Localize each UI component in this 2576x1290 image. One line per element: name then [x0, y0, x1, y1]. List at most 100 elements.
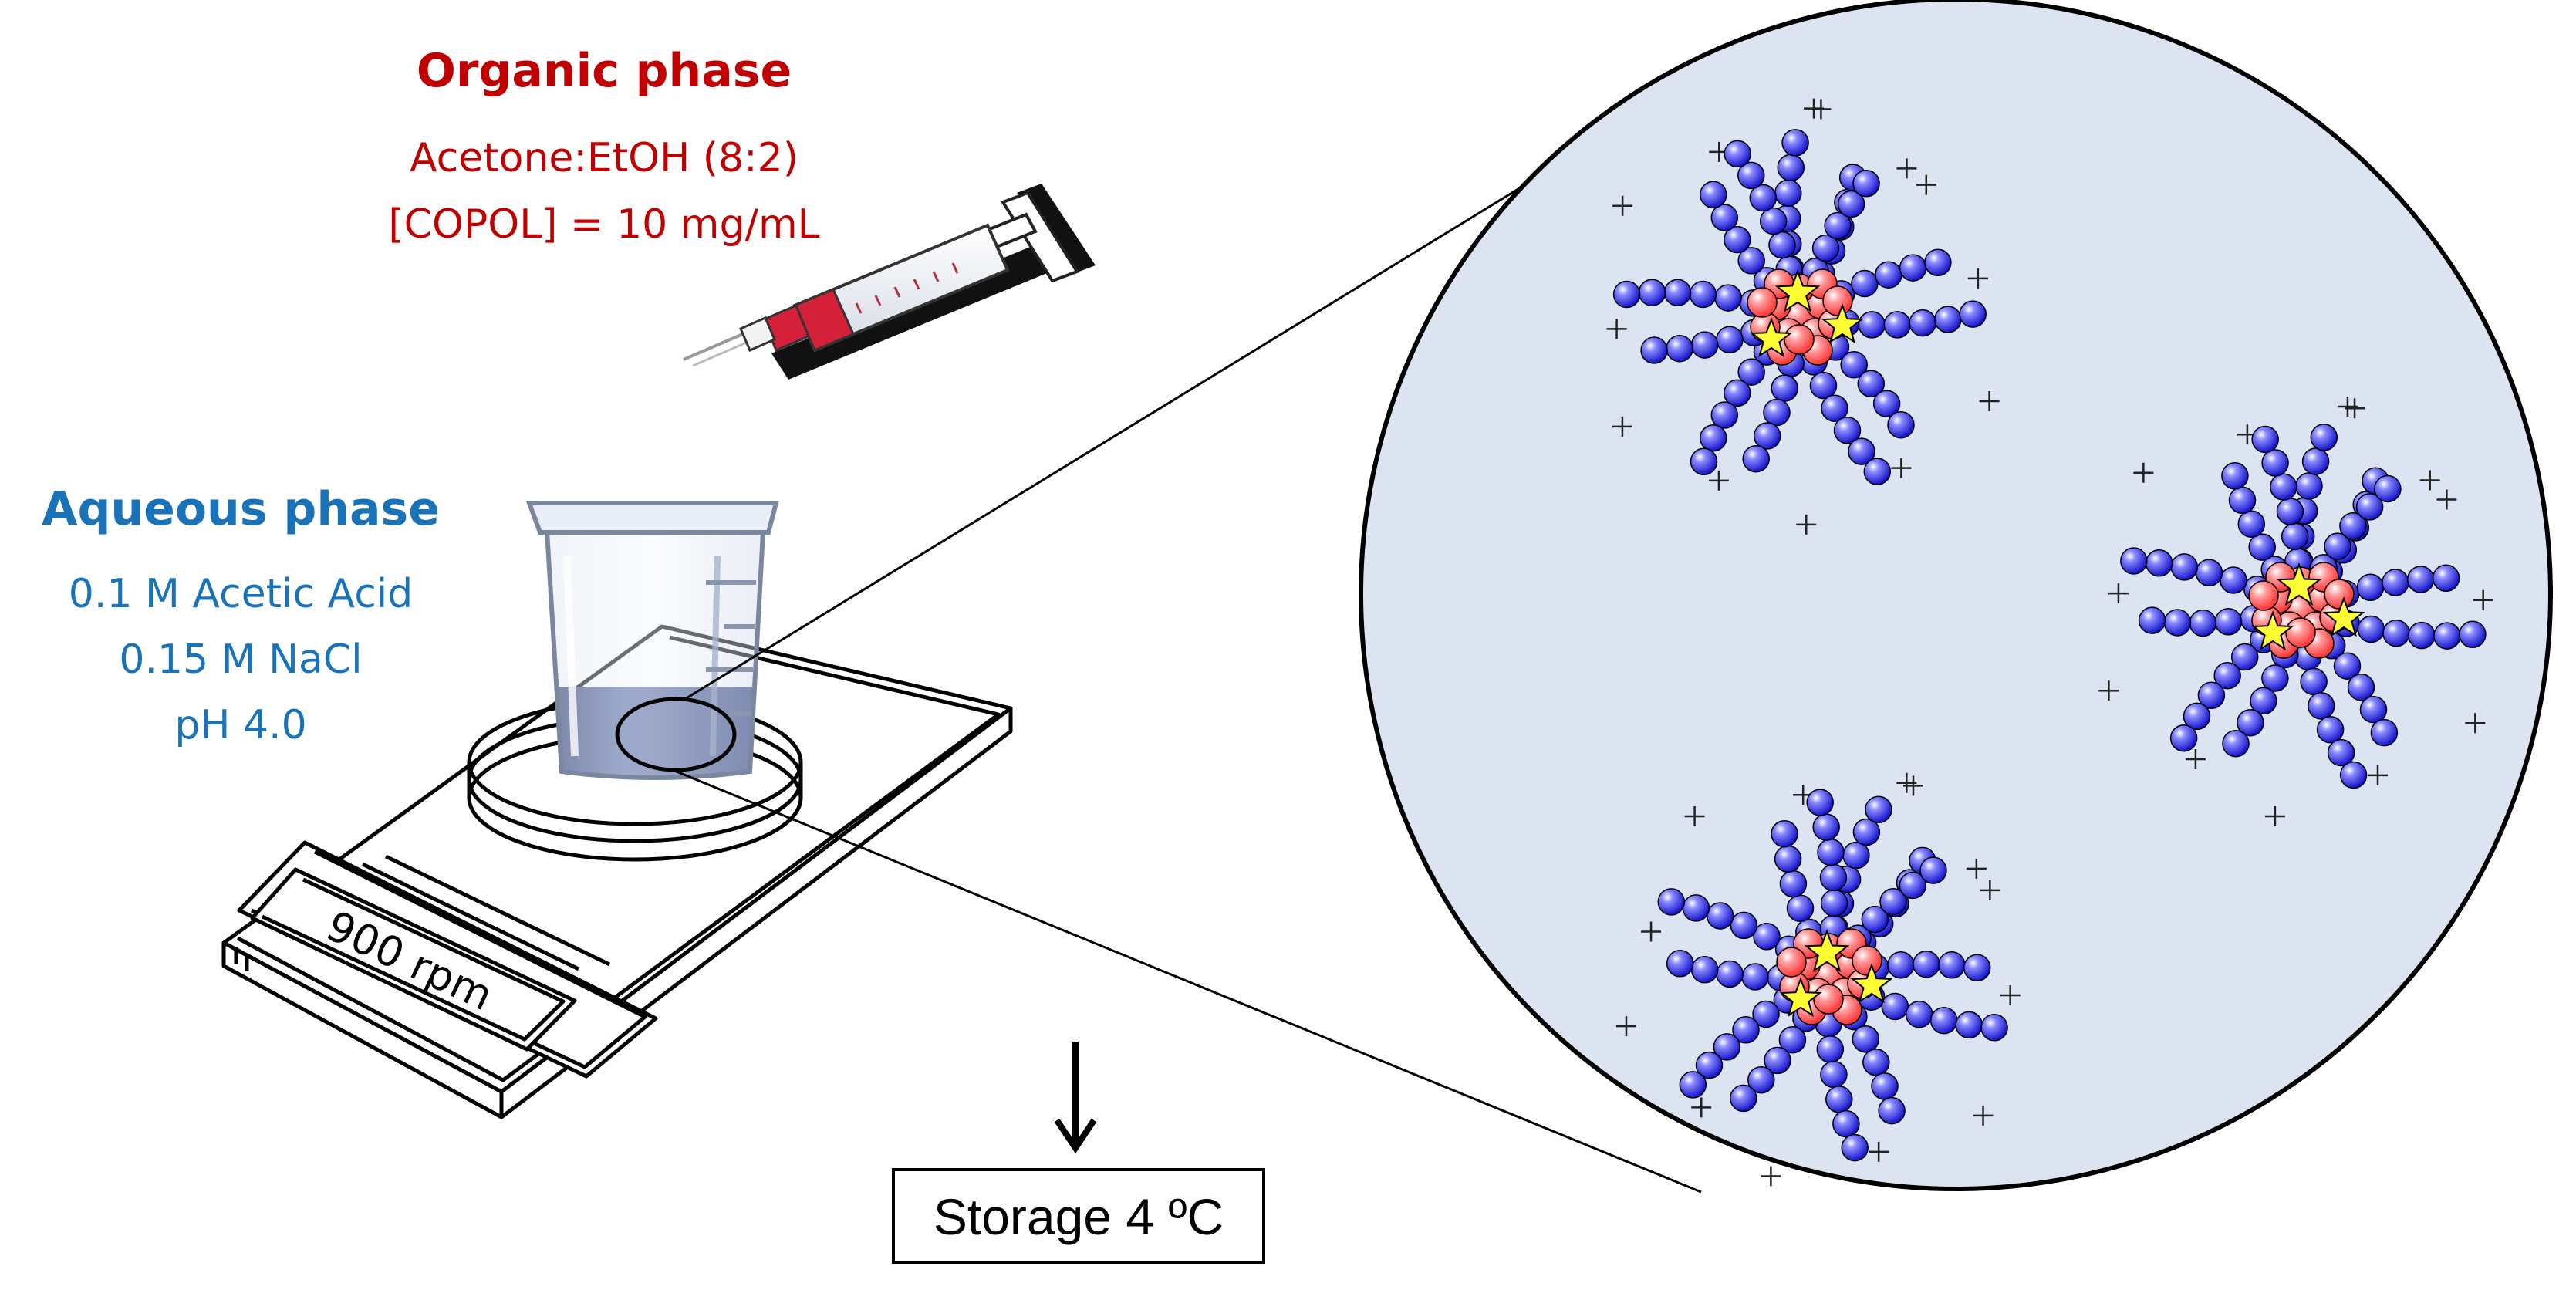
corona-bead [1730, 911, 1758, 940]
corona-bead [1753, 422, 1781, 450]
core-bead [1747, 287, 1778, 318]
drug-star-icon [1779, 977, 1822, 1018]
core-bead [2285, 617, 2316, 648]
organic-solvent-label: Acetone:EtOH (8:2) [410, 135, 798, 181]
corona-bead [2301, 447, 2330, 475]
corona-bead [1865, 795, 1892, 824]
corona-bead [1737, 161, 1765, 190]
core-bead [1776, 947, 1807, 978]
corona-bead [1710, 401, 1739, 429]
corona-bead [2163, 609, 2192, 637]
corona-bead [1752, 1000, 1780, 1028]
corona-bead [2370, 718, 2399, 747]
positive-charge-icon [1761, 1166, 1781, 1187]
corona-bead [2300, 667, 2328, 696]
core-bead [1822, 285, 1853, 316]
core-bead [1813, 984, 1844, 1015]
positive-charge-icon [2264, 805, 2285, 826]
drug-star-icon [1750, 317, 1793, 358]
corona-bead [1857, 370, 1886, 398]
beaker-icon [525, 501, 779, 780]
corona-bead [1742, 444, 1770, 473]
corona-bead [1872, 390, 1901, 418]
corona-bead [2355, 493, 2384, 521]
drug-star-icon [1821, 303, 1864, 344]
corona-bead [2357, 615, 2385, 643]
positive-charge-icon [1896, 772, 1917, 793]
positive-charge-icon [2098, 680, 2119, 701]
positive-charge-icon [1708, 470, 1729, 491]
corona-bead [1848, 437, 1875, 465]
corona-bead [1871, 1072, 1899, 1100]
corona-bead [1724, 225, 1751, 254]
zoom-selection-ring [615, 697, 737, 772]
corona-bead [1690, 447, 1718, 476]
corona-bead [2197, 681, 2226, 710]
core-bead [1852, 945, 1882, 976]
positive-charge-icon [1804, 98, 1825, 119]
corona-bead [1887, 951, 1915, 979]
corona-bead [1899, 254, 1927, 282]
corona-bead [1778, 1025, 1807, 1054]
positive-charge-icon [1691, 1097, 1712, 1118]
corona-bead [2356, 573, 2385, 602]
corona-bead [2281, 522, 2309, 551]
corona-bead [1666, 950, 1694, 978]
positive-charge-icon [2108, 583, 2129, 604]
corona-bead [1764, 1046, 1791, 1075]
corona-bead [1840, 351, 1868, 379]
corona-bead [1713, 1033, 1741, 1061]
positive-charge-icon [1869, 1141, 1889, 1162]
corona-bead [1842, 841, 1870, 870]
corona-bead [1700, 424, 1727, 452]
corona-bead [1899, 871, 1927, 900]
positive-charge-icon [1896, 158, 1917, 179]
corona-bead [1883, 311, 1912, 339]
corona-bead [1816, 1035, 1845, 1063]
corona-bead [1811, 234, 1840, 262]
storage-label: Storage 4 ºC [934, 1188, 1224, 1245]
corona-bead [1852, 170, 1880, 198]
corona-bead [1837, 190, 1865, 218]
corona-bead [1690, 956, 1719, 984]
corona-bead [1919, 856, 1947, 884]
aqueous-phase-title: Aqueous phase [42, 482, 440, 536]
magnetic-stirrer-icon [221, 624, 1013, 1119]
positive-charge-icon [1612, 416, 1632, 437]
corona-bead [2276, 498, 2304, 525]
corona-bead [1737, 247, 1765, 275]
corona-bead [1657, 888, 1686, 916]
corona-bead [2189, 609, 2217, 637]
corona-bead [2347, 674, 2375, 701]
corona-bead [2230, 643, 2259, 671]
corona-bead [1640, 336, 1668, 364]
positive-charge-icon [1967, 268, 1988, 289]
storage-box [892, 1168, 1265, 1264]
positive-charge-icon [2465, 713, 2486, 734]
corona-bead [1730, 1084, 1757, 1113]
positive-charge-icon [1966, 858, 1987, 879]
positive-charge-icon [1615, 1016, 1636, 1037]
corona-bead [1759, 207, 1788, 235]
core-bead [1784, 324, 1815, 355]
corona-bead [1690, 331, 1719, 359]
drug-star-icon [2251, 610, 2294, 651]
drug-star-icon [1850, 963, 1893, 1004]
corona-bead [1955, 1011, 1983, 1039]
micelle-layer [1606, 98, 2493, 1187]
drug-star-icon [1774, 269, 1821, 313]
corona-bead [1832, 1109, 1860, 1138]
corona-bead [2169, 724, 2198, 752]
corona-bead [1863, 458, 1892, 485]
corona-bead [2222, 729, 2250, 758]
corona-bead [1858, 311, 1886, 339]
corona-bead [2228, 486, 2257, 515]
positive-charge-icon [1796, 514, 1817, 535]
corona-bead [2214, 608, 2243, 636]
corona-bead [2295, 472, 2323, 500]
corona-bead [1929, 1006, 1958, 1035]
down-arrow-icon [1054, 1042, 1097, 1154]
corona-bead [1905, 1000, 1933, 1028]
corona-bead [2382, 619, 2410, 647]
corona-bead [1821, 394, 1848, 422]
